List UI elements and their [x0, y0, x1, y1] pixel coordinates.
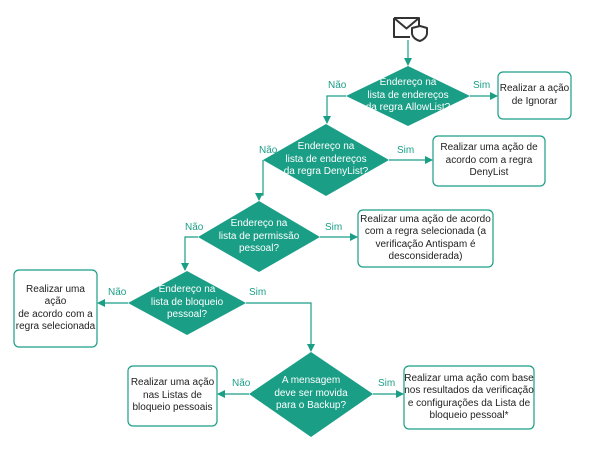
connector-bloqueio-sim [246, 302, 315, 352]
decision-backup-label: A mensagem deve ser movida para o Backup… [274, 375, 348, 412]
action-listas-label: Realizar uma ação nas Listas de bloqueio… [130, 377, 215, 414]
edge-label-sim-backup: Sim [378, 378, 396, 389]
edge-label-nao-permissao: Não [185, 222, 204, 233]
connector-denylist-nao [255, 160, 264, 201]
decision-allowlist-label: Endereço na lista de endereços da regra … [365, 77, 451, 114]
decision-denylist [263, 124, 389, 196]
action-resultados-label: Realizar uma ação com base nos resultado… [404, 372, 534, 422]
decision-allowlist [346, 66, 470, 126]
action-box-permissao [357, 209, 494, 268]
action-box-listas [127, 365, 218, 427]
action-denylist-label: Realizar uma ação de acordo com a regra … [440, 142, 538, 179]
decision-permissao-label: Endereço na lista de permissão pessoal? [218, 218, 300, 255]
decision-bloqueio-label: Endereço na lista de bloqueio pessoal? [150, 284, 224, 321]
edge-label-sim-permissao: Sim [325, 222, 343, 233]
action-box-resultados [403, 365, 535, 430]
decision-bloqueio [128, 271, 246, 335]
decision-permissao [198, 201, 320, 272]
action-box-bloqueio [13, 269, 98, 348]
edge-label-sim-bloqueio: Sim [249, 287, 267, 298]
connector-permissao-nao [181, 236, 198, 271]
action-box-denylist [432, 135, 546, 187]
edge-label-nao-allowlist: Não [328, 80, 347, 91]
decision-denylist-label: Endereço na lista de endereços da regra … [283, 141, 369, 178]
action-permissao-label: Realizar uma ação de acordo com a regra … [360, 213, 491, 263]
connector-allowlist-nao [323, 95, 346, 124]
edge-label-nao-denylist: Não [259, 145, 278, 156]
edge-label-sim-allowlist: Sim [473, 80, 491, 91]
edge-label-nao-bloqueio: Não [108, 287, 127, 298]
decision-backup [249, 352, 373, 437]
action-bloqueio-label: Realizar uma ação de acordo com a regra … [15, 283, 96, 333]
edge-label-nao-backup: Não [232, 378, 251, 389]
mail-shield-icon [393, 17, 428, 42]
action-ignorar-label: Realizar a ação de Ignorar [499, 83, 570, 107]
action-box-ignorar [497, 71, 572, 120]
edge-label-sim-denylist: Sim [397, 145, 415, 156]
